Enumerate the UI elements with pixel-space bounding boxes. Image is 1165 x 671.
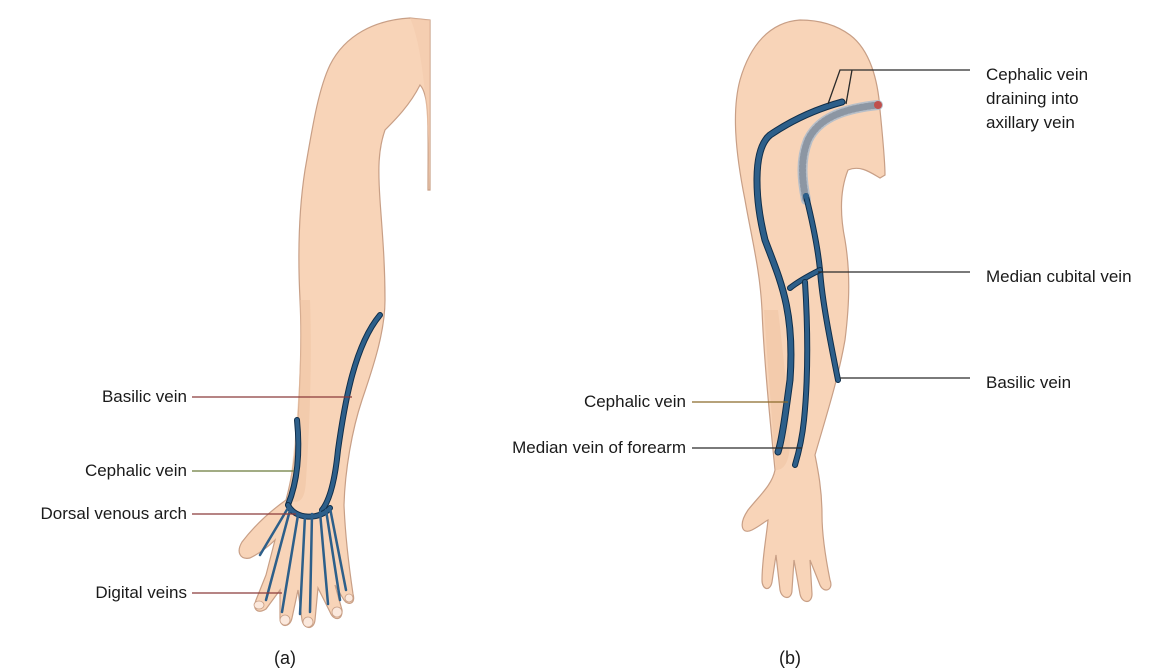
nail-a-2 xyxy=(280,615,290,625)
nail-a-3 xyxy=(303,617,313,627)
nail-a-4 xyxy=(332,607,342,617)
label-b-median-cubital: Median cubital vein xyxy=(986,267,1132,286)
label-a-basilic: Basilic vein xyxy=(102,387,187,406)
nail-a-1 xyxy=(254,601,264,609)
nail-a-5 xyxy=(345,594,353,602)
label-b-cephalic-axillary-1: Cephalic vein xyxy=(986,65,1088,84)
label-a-dorsal-arch: Dorsal venous arch xyxy=(41,504,187,523)
panel-a-caption: (a) xyxy=(274,648,296,668)
label-a-cephalic: Cephalic vein xyxy=(85,461,187,480)
label-b-cephalic-axillary-2: draining into xyxy=(986,89,1079,108)
label-b-cephalic-axillary-3: axillary vein xyxy=(986,113,1075,132)
panel-a: Basilic vein Cephalic vein Dorsal venous… xyxy=(41,18,430,668)
panel-b-caption: (b) xyxy=(779,648,801,668)
axillary-end-b xyxy=(874,101,882,109)
basilic-join-b xyxy=(803,193,809,199)
label-b-cephalic: Cephalic vein xyxy=(584,392,686,411)
label-b-basilic: Basilic vein xyxy=(986,373,1071,392)
panel-b: Cephalic vein draining into axillary vei… xyxy=(512,20,1131,668)
label-b-median-forearm: Median vein of forearm xyxy=(512,438,686,457)
label-a-digital: Digital veins xyxy=(95,583,187,602)
